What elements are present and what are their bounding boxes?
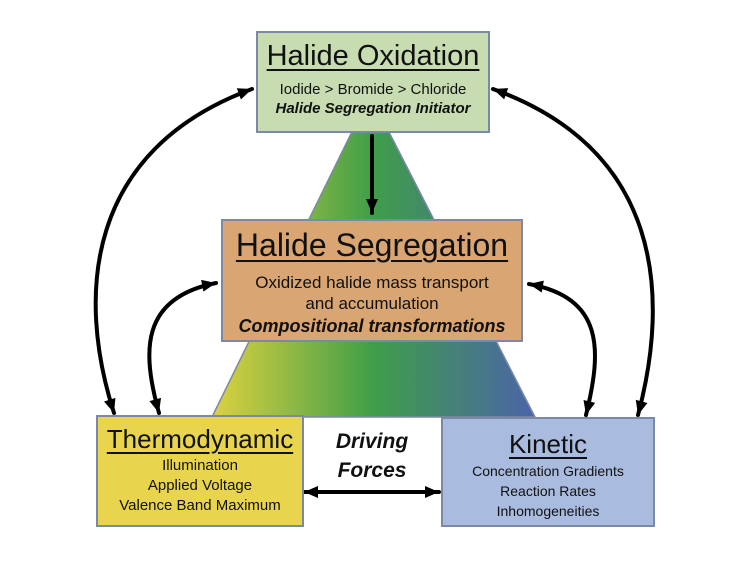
driving-forces-line1: Driving — [335, 430, 409, 453]
halide-segregation-box: Halide Segregation Oxidized halide mass … — [221, 219, 523, 342]
kinetic-title: Kinetic — [508, 429, 588, 459]
double-arrow-kinetic-segregation — [527, 280, 597, 417]
halide-segregation-line2: and accumulation — [305, 294, 439, 313]
thermodynamic-item: Valence Band Maximum — [119, 496, 281, 514]
thermodynamic-title: Thermodynamic — [106, 424, 294, 454]
kinetic-item: Inhomogeneities — [496, 502, 600, 519]
kinetic-item: Reaction Rates — [500, 482, 596, 499]
halide-segregation-emphasis: Compositional transformations — [238, 316, 506, 336]
kinetic-item: Concentration Gradients — [472, 462, 624, 479]
kinetic-box: Kinetic Concentration Gradients Reaction… — [441, 417, 655, 527]
halide-oxidation-emphasis: Halide Segregation Initiator — [275, 100, 471, 118]
thermodynamic-item: Illumination — [162, 456, 238, 474]
arrow-layer — [93, 87, 655, 498]
thermodynamic-box: Thermodynamic Illumination Applied Volta… — [96, 415, 304, 527]
halide-oxidation-subtitle: Iodide > Bromide > Chloride — [279, 81, 467, 99]
driving-forces-line2: Forces — [337, 459, 407, 482]
thermodynamic-item: Applied Voltage — [147, 476, 253, 494]
halide-segregation-line1: Oxidized halide mass transport — [255, 273, 489, 292]
halide-segregation-title: Halide Segregation — [235, 227, 509, 263]
driving-forces-label: Driving Forces — [300, 427, 444, 485]
halide-oxidation-box: Halide Oxidation Iodide > Bromide > Chlo… — [256, 31, 490, 133]
double-arrow-thermodynamic-segregation — [147, 279, 218, 415]
double-arrow-thermodynamic-oxidation — [93, 87, 254, 415]
double-arrow-kinetic-oxidation — [491, 87, 655, 417]
halide-oxidation-title: Halide Oxidation — [266, 40, 480, 72]
